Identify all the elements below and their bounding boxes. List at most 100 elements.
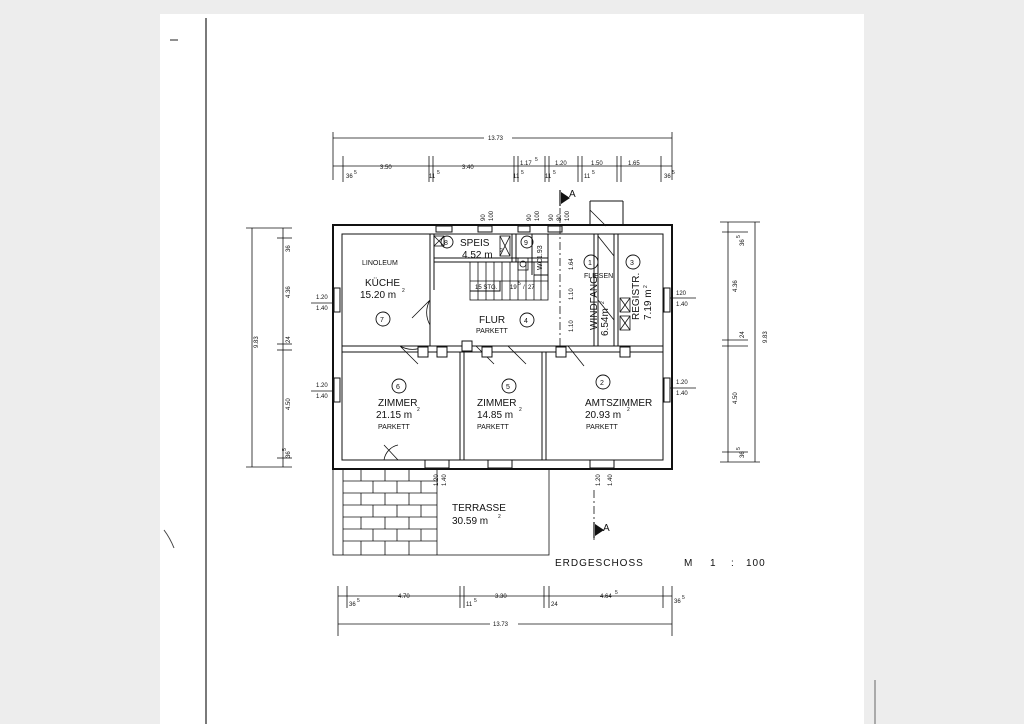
room-windfang: 1 FLIESEN WINDFANG 6.54m 2 bbox=[583, 254, 613, 336]
top-total-dim: 13.73 bbox=[488, 136, 504, 142]
section-marker-top: A bbox=[559, 189, 576, 226]
left-wall-bot-sup: 5 bbox=[282, 448, 288, 451]
bottom-wall-3: 24 bbox=[551, 602, 558, 608]
svg-text:2: 2 bbox=[600, 380, 604, 387]
stairs-going: 27 bbox=[528, 285, 535, 291]
stairs-dim-b: 1.10 bbox=[569, 288, 575, 300]
opening-100a: 100 bbox=[489, 210, 495, 221]
svg-text:PARKETT: PARKETT bbox=[476, 328, 508, 335]
top-wall-6-sup: 5 bbox=[672, 170, 675, 176]
svg-text:4.52 m: 4.52 m bbox=[462, 250, 493, 261]
top-wall-1: 36 bbox=[346, 174, 353, 180]
stairs-rise: 19 bbox=[510, 285, 517, 291]
svg-text:LINOLEUM: LINOLEUM bbox=[362, 260, 398, 267]
svg-text:5: 5 bbox=[506, 384, 510, 391]
left-window1-top: 1.20 bbox=[316, 295, 328, 301]
top-wall-4-sup: 5 bbox=[553, 170, 556, 176]
svg-text:FLIESEN: FLIESEN bbox=[584, 273, 613, 280]
svg-text:7: 7 bbox=[380, 317, 384, 324]
svg-text:14.85 m: 14.85 m bbox=[477, 410, 513, 421]
bottom-wall-4-sup: 5 bbox=[682, 595, 685, 601]
svg-text:1.93: 1.93 bbox=[537, 245, 544, 259]
opening-90a: 90 bbox=[481, 214, 487, 221]
svg-text:PARKETT: PARKETT bbox=[378, 424, 410, 431]
left-total-dim: 9.83 bbox=[254, 336, 260, 348]
bottom-dim-b: 3.30 bbox=[495, 594, 507, 600]
svg-text:PARKETT: PARKETT bbox=[477, 424, 509, 431]
terrace-area: 30.59 m bbox=[452, 516, 488, 527]
top-wall-1-sup: 5 bbox=[354, 170, 357, 176]
right-wall-top-sup: 5 bbox=[736, 235, 742, 238]
paper bbox=[160, 14, 864, 724]
right-window2-top: 1.20 bbox=[676, 380, 688, 386]
interior-walls bbox=[342, 234, 663, 460]
bottom-total-dim: 13.73 bbox=[493, 622, 509, 628]
svg-text:A: A bbox=[603, 523, 610, 534]
room-zimmer-6: 6 ZIMMER 21.15 m 2 PARKETT bbox=[376, 378, 420, 431]
svg-text::: : bbox=[731, 558, 735, 569]
svg-text:FLUR: FLUR bbox=[479, 315, 505, 326]
bottom-dim-c: 4.64 bbox=[600, 594, 612, 600]
right-window2-bot: 1.40 bbox=[676, 391, 688, 397]
svg-text:9: 9 bbox=[524, 240, 528, 247]
svg-text:ZIMMER: ZIMMER bbox=[378, 398, 417, 409]
shafts bbox=[433, 235, 631, 331]
svg-text:1: 1 bbox=[710, 558, 717, 569]
top-dim-a: 3.50 bbox=[380, 165, 392, 171]
right-window1-bot: 1.40 bbox=[676, 302, 688, 308]
right-total-dim: 9.83 bbox=[763, 331, 769, 343]
svg-text:21.15 m: 21.15 m bbox=[376, 410, 412, 421]
svg-text:2: 2 bbox=[643, 285, 649, 288]
top-wall-2-sup: 5 bbox=[437, 170, 440, 176]
top-dim-b: 3.40 bbox=[462, 165, 474, 171]
left-wall-bot: 36 bbox=[286, 451, 292, 458]
svg-text:SPEIS: SPEIS bbox=[460, 238, 490, 249]
svg-text:6: 6 bbox=[396, 384, 400, 391]
right-wall-top: 36 bbox=[740, 239, 746, 246]
section-marker-bottom: A bbox=[593, 490, 610, 540]
top-dim-e: 1.50 bbox=[591, 161, 603, 167]
svg-text:100: 100 bbox=[746, 558, 766, 569]
bottom-wall-2-sup: 5 bbox=[474, 598, 477, 604]
svg-text:WINDFANG: WINDFANG bbox=[589, 276, 600, 330]
svg-text:KÜCHE: KÜCHE bbox=[365, 277, 400, 289]
staircase bbox=[469, 261, 549, 301]
bottom-dim-c-sup: 5 bbox=[615, 590, 618, 596]
svg-text:8: 8 bbox=[444, 240, 448, 247]
room-speis: 8 SPEIS 4.52 m 2 bbox=[440, 235, 503, 261]
top-dim-f: 1.65 bbox=[628, 161, 640, 167]
stairs-dim-a: 1.64 bbox=[569, 258, 575, 270]
top-dim-c-sup: 5 bbox=[535, 157, 538, 163]
opening-80: 80 bbox=[557, 214, 563, 221]
svg-text:4: 4 bbox=[524, 318, 528, 325]
left-window2-bot: 1.40 bbox=[316, 394, 328, 400]
opening-100b: 100 bbox=[535, 210, 541, 221]
top-wall-4: 11 bbox=[545, 174, 552, 180]
bottom-wall-2: 11 bbox=[466, 602, 473, 608]
svg-text:3: 3 bbox=[630, 260, 634, 267]
svg-text:PARKETT: PARKETT bbox=[586, 424, 618, 431]
left-dim-b: 4.50 bbox=[286, 398, 292, 410]
right-wall-bot: 36 bbox=[740, 451, 746, 458]
stairs-dim-c: 1.10 bbox=[569, 320, 575, 332]
svg-text:2: 2 bbox=[519, 407, 522, 413]
svg-text:A: A bbox=[569, 189, 576, 200]
terrace bbox=[332, 468, 550, 556]
svg-text:2: 2 bbox=[500, 248, 503, 254]
top-wall-5-sup: 5 bbox=[592, 170, 595, 176]
window-markers bbox=[333, 225, 671, 469]
left-wall-mid: 24 bbox=[286, 336, 292, 343]
bottom-wall-1-sup: 5 bbox=[357, 598, 360, 604]
opening-bot-140b: 1.40 bbox=[608, 474, 614, 486]
stairs-rise-sup: 5 bbox=[518, 281, 521, 287]
room-kueche: LINOLEUM KÜCHE 15.20 m 2 7 bbox=[360, 260, 405, 327]
svg-text:REGISTR.: REGISTR. bbox=[631, 273, 642, 320]
right-dimensions bbox=[670, 221, 760, 463]
opening-90b: 90 bbox=[527, 214, 533, 221]
top-wall-3: 11 bbox=[513, 174, 520, 180]
top-wall-2: 11 bbox=[429, 174, 436, 180]
terrace-area-sup: 2 bbox=[498, 514, 501, 520]
right-wall-bot-sup: 5 bbox=[736, 447, 742, 450]
left-dim-a: 4.36 bbox=[286, 286, 292, 298]
